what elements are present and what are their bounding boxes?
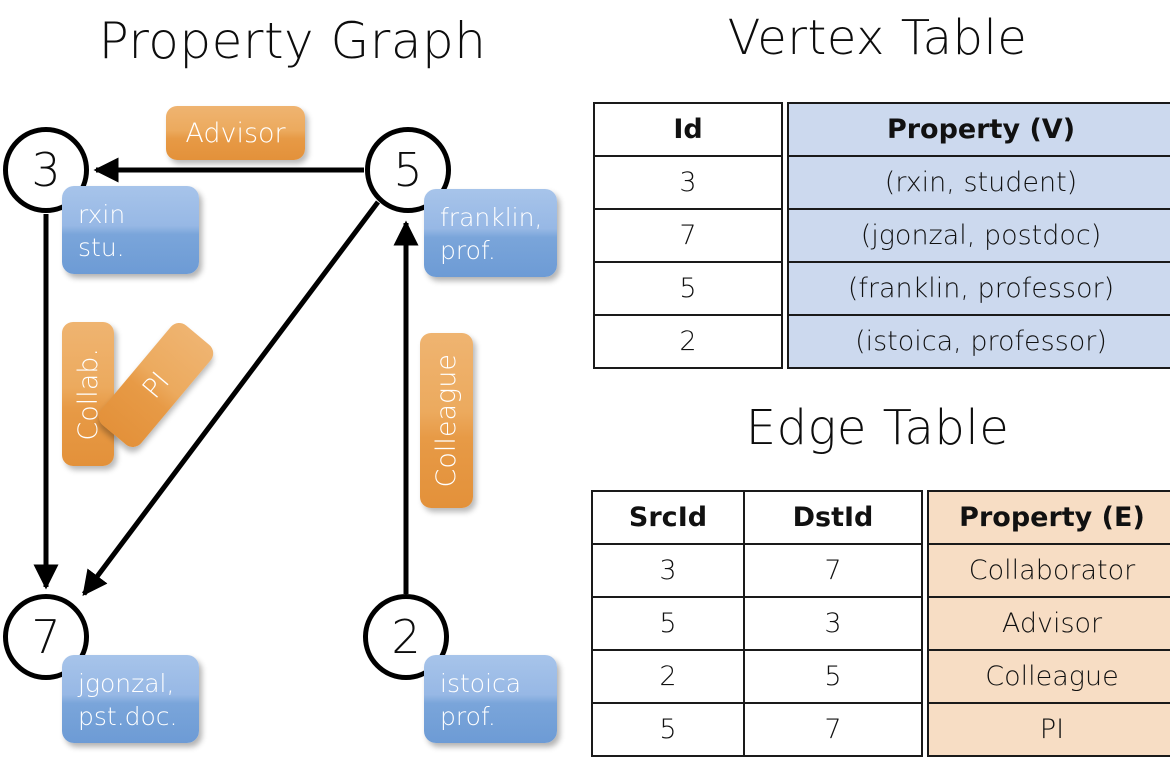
vertex-property-box-rxin: rxin stu. bbox=[62, 186, 199, 274]
vertex-row-3-id: 2 bbox=[593, 314, 783, 369]
vertex-table-header-property: Property (V) bbox=[787, 102, 1170, 157]
edge-row-1-property: Advisor bbox=[927, 596, 1170, 651]
vertex-property-rxin-line1: rxin bbox=[78, 200, 126, 229]
graph-node-5[interactable]: 5 bbox=[365, 127, 451, 213]
page-title-vertex-table: Vertex Table bbox=[727, 10, 1028, 66]
edge-label-advisor: Advisor bbox=[166, 106, 305, 160]
vertex-table-header-id: Id bbox=[593, 102, 783, 157]
table-row[interactable]: 2 5 Colleague bbox=[591, 649, 1170, 704]
vertex-row-3-property: (istoica, professor) bbox=[787, 314, 1170, 369]
vertex-property-franklin-line1: franklin, bbox=[440, 203, 543, 232]
edge-label-pi-text: PI bbox=[136, 365, 176, 405]
vertex-property-franklin-line2: prof. bbox=[440, 236, 496, 265]
edge-row-3-src: 5 bbox=[591, 702, 745, 757]
edge-row-0-dst: 7 bbox=[743, 543, 923, 598]
edge-row-1-dst: 3 bbox=[743, 596, 923, 651]
edge-row-0-property: Collaborator bbox=[927, 543, 1170, 598]
vertex-property-istoica-line2: prof. bbox=[440, 702, 496, 731]
edge-row-3-property: PI bbox=[927, 702, 1170, 757]
edge-table-header-property: Property (E) bbox=[927, 490, 1170, 545]
edge-row-2-src: 2 bbox=[591, 649, 745, 704]
vertex-row-0-id: 3 bbox=[593, 155, 783, 210]
edge-row-1-src: 5 bbox=[591, 596, 745, 651]
edge-table: SrcId DstId Property (E) 3 7 Collaborato… bbox=[591, 490, 1170, 757]
graph-node-3-label: 3 bbox=[31, 143, 61, 197]
edge-table-header-row: SrcId DstId Property (E) bbox=[591, 490, 1170, 545]
vertex-property-istoica-line1: istoica bbox=[440, 669, 522, 698]
graph-node-2[interactable]: 2 bbox=[363, 594, 449, 680]
vertex-property-box-franklin: franklin, prof. bbox=[424, 189, 557, 277]
table-row[interactable]: 7 (jgonzal, postdoc) bbox=[593, 208, 1170, 263]
vertex-table: Id Property (V) 3 (rxin, student) 7 (jgo… bbox=[593, 102, 1170, 369]
vertex-property-box-istoica: istoica prof. bbox=[424, 655, 557, 743]
vertex-property-jgonzal-line2: pst.doc. bbox=[78, 702, 178, 731]
edge-label-advisor-text: Advisor bbox=[185, 117, 286, 149]
edge-row-2-dst: 5 bbox=[743, 649, 923, 704]
edge-label-collab-text: Collab. bbox=[72, 347, 104, 441]
edge-table-header-dstid: DstId bbox=[743, 490, 923, 545]
vertex-property-jgonzal-line1: jgonzal, bbox=[78, 669, 175, 698]
graph-node-7-label: 7 bbox=[31, 610, 61, 664]
graph-edge-lines bbox=[33, 157, 419, 596]
table-row[interactable]: 3 (rxin, student) bbox=[593, 155, 1170, 210]
vertex-row-2-id: 5 bbox=[593, 261, 783, 316]
vertex-property-rxin-line2: stu. bbox=[78, 233, 125, 262]
vertex-row-0-property: (rxin, student) bbox=[787, 155, 1170, 210]
edge-label-colleague: Colleague bbox=[420, 333, 473, 508]
edge-label-colleague-text: Colleague bbox=[431, 353, 462, 488]
graph-node-5-label: 5 bbox=[393, 143, 423, 197]
page-title-edge-table: Edge Table bbox=[745, 400, 1010, 456]
vertex-row-1-id: 7 bbox=[593, 208, 783, 263]
edge-table-header-srcid: SrcId bbox=[591, 490, 745, 545]
vertex-row-2-property: (franklin, professor) bbox=[787, 261, 1170, 316]
table-row[interactable]: 5 3 Advisor bbox=[591, 596, 1170, 651]
table-row[interactable]: 5 7 PI bbox=[591, 702, 1170, 757]
page-title-property-graph: Property Graph bbox=[98, 12, 487, 70]
table-row[interactable]: 3 7 Collaborator bbox=[591, 543, 1170, 598]
table-row[interactable]: 5 (franklin, professor) bbox=[593, 261, 1170, 316]
edge-row-0-src: 3 bbox=[591, 543, 745, 598]
vertex-row-1-property: (jgonzal, postdoc) bbox=[787, 208, 1170, 263]
vertex-property-box-jgonzal: jgonzal, pst.doc. bbox=[62, 655, 199, 743]
graph-node-2-label: 2 bbox=[391, 610, 421, 664]
table-row[interactable]: 2 (istoica, professor) bbox=[593, 314, 1170, 369]
edge-label-collab: Collab. bbox=[62, 322, 114, 466]
vertex-table-header-row: Id Property (V) bbox=[593, 102, 1170, 157]
property-graph-diagram: 3 5 7 2 rxin stu. franklin, prof. jgonza… bbox=[3, 106, 557, 743]
edge-row-3-dst: 7 bbox=[743, 702, 923, 757]
edge-row-2-property: Colleague bbox=[927, 649, 1170, 704]
edge-line-pi bbox=[82, 200, 380, 596]
